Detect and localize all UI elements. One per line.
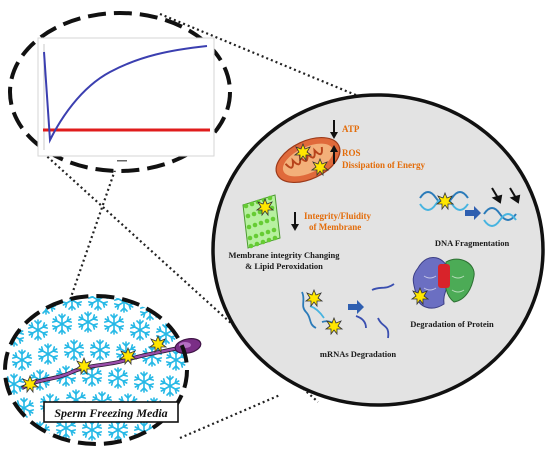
mrna-icon (301, 283, 395, 339)
ros-label: ROS (342, 148, 361, 158)
connector-lines (39, 12, 393, 440)
media-label-box (43, 401, 179, 423)
arrow-icon (465, 206, 481, 220)
media-label: Sperm Freezing Media (54, 406, 167, 420)
membrane-caption-line1: Membrane integrity Changing (229, 250, 341, 260)
response-curve (43, 45, 208, 144)
integrity-label-line1: Integrity/Fluidity (304, 211, 371, 221)
atp-label: ATP (342, 124, 360, 134)
dna-caption: DNA Fragmentation (435, 238, 510, 248)
sperm-icon (21, 338, 202, 390)
mitochondria-effects: ATP ROS Dissipation of Energy (330, 120, 426, 170)
membrane-caption-line2: & Lipid Peroxidation (245, 261, 323, 271)
mitochondrion-icon (275, 136, 341, 184)
integrity-label-line2: of Membrane (309, 222, 361, 232)
membrane-effect: Integrity/Fluidity of Membrane (291, 211, 371, 232)
mrna-caption: mRNAs Degradation (320, 349, 397, 359)
arrow-icon (348, 300, 364, 314)
protein-icon (412, 257, 475, 309)
dissipation-label: Dissipation of Energy (342, 160, 426, 170)
thermal-curve-plot (37, 37, 215, 162)
protein-caption: Degradation of Protein (410, 319, 494, 329)
media-oval (3, 294, 189, 446)
dna-break-arrows (491, 187, 521, 204)
